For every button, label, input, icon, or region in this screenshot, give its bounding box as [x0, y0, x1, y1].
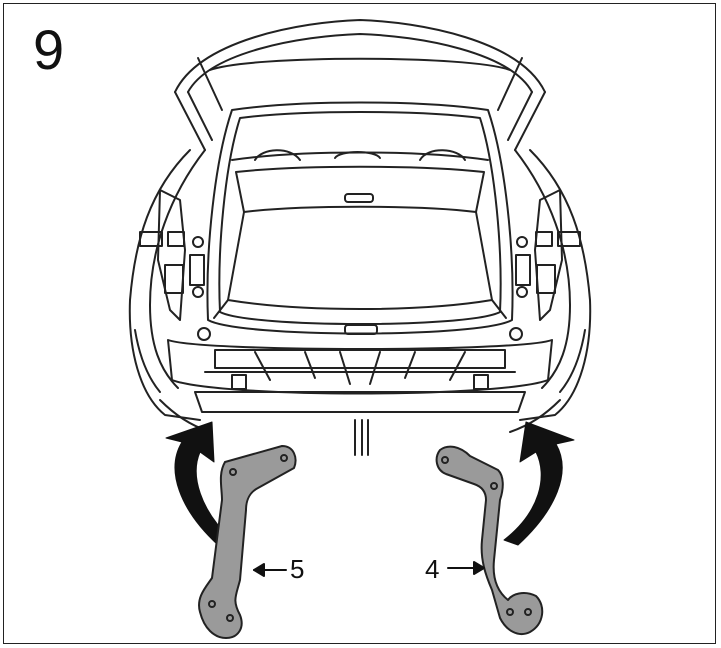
- left-bracket: [198, 445, 297, 639]
- right-curved-arrow-icon: [503, 421, 575, 546]
- left-tail-light: [139, 189, 211, 341]
- cargo-opening: [206, 101, 514, 335]
- callout-label-5: 5: [290, 554, 305, 584]
- rear-bumper: [159, 339, 561, 456]
- right-bracket: [435, 445, 544, 636]
- left-curved-arrow-icon: [165, 421, 233, 546]
- right-tail-light: [509, 189, 581, 341]
- open-tailgate: [174, 19, 546, 151]
- callout-5-pointer-icon: [253, 563, 287, 577]
- callout-4-pointer-icon: [447, 561, 485, 575]
- callout-label-4: 4: [425, 554, 440, 584]
- step-number: 9: [33, 18, 65, 81]
